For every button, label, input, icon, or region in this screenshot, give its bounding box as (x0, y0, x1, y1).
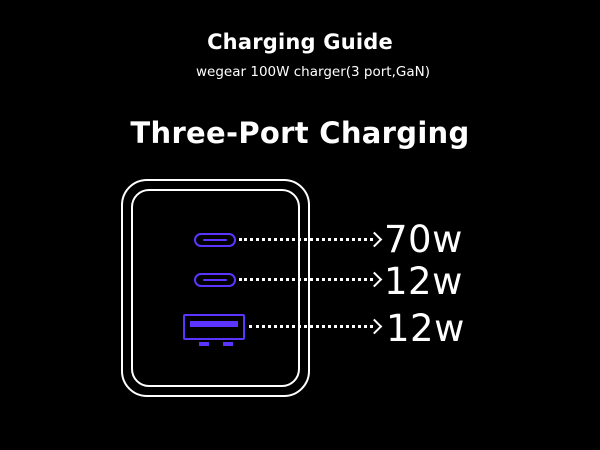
arrow-right-icon (366, 318, 383, 335)
dotted-connector (239, 238, 373, 241)
port-output-label: 12w (384, 260, 463, 303)
page-title: Charging Guide (207, 30, 393, 54)
charger-body-icon (121, 179, 310, 397)
usb-c-port-icon (194, 233, 236, 247)
dotted-connector (249, 325, 373, 328)
arrow-right-icon (366, 271, 383, 288)
usb-a-legs (199, 342, 233, 348)
charger-face (131, 189, 300, 387)
usb-a-port-icon (183, 314, 245, 346)
usb-c-port-icon (194, 273, 236, 287)
product-subtitle: wegear 100W charger(3 port,GaN) (196, 64, 430, 80)
arrow-right-icon (366, 231, 383, 248)
port-output-label: 12w (386, 307, 465, 350)
section-heading: Three-Port Charging (130, 116, 470, 150)
usb-a-contacts (190, 321, 238, 327)
dotted-connector (239, 278, 373, 281)
port-output-label: 70w (384, 218, 463, 261)
